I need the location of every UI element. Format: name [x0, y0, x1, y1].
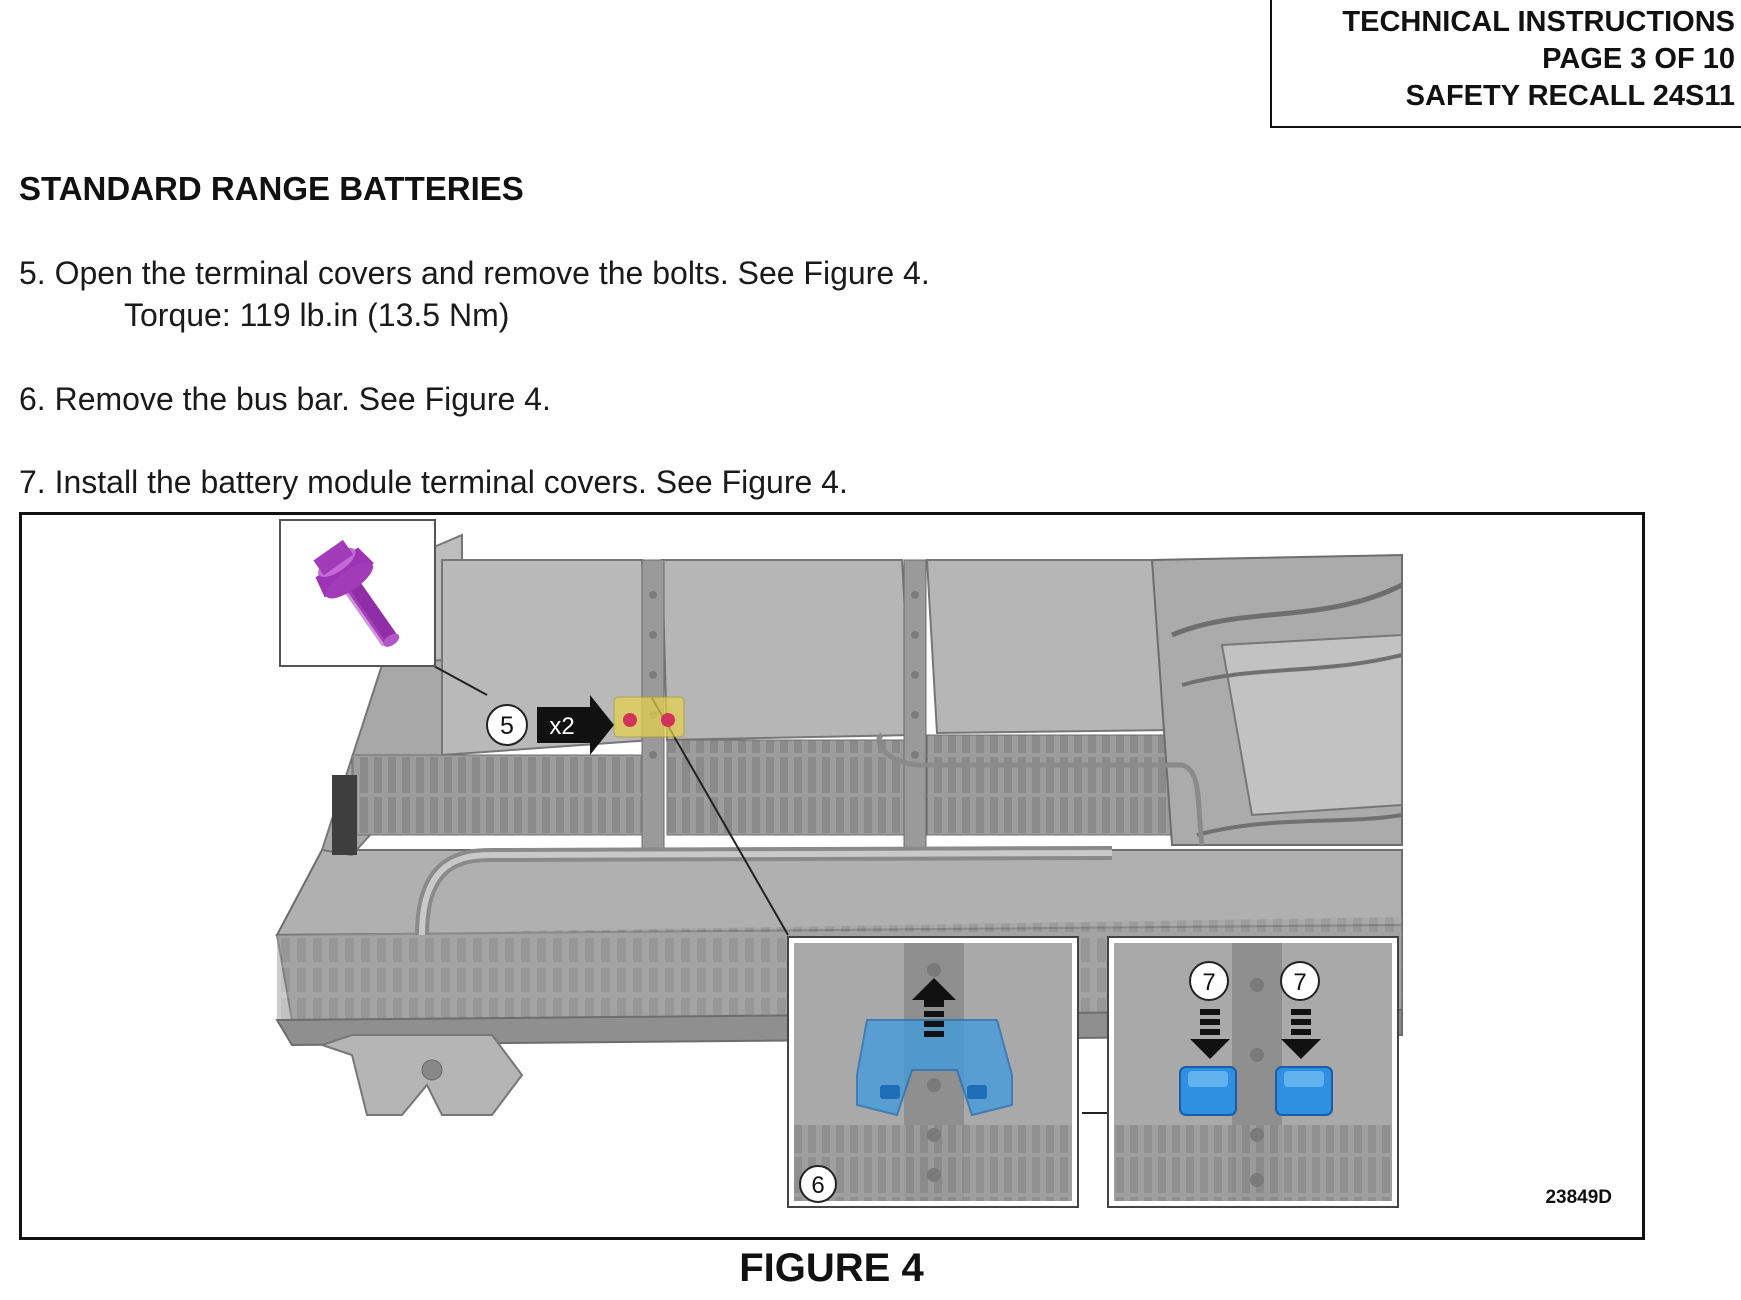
figure-image-id: 23849D: [1545, 1187, 1612, 1208]
callout-5: 5: [500, 712, 514, 740]
busbar-inset: 6: [787, 936, 1079, 1208]
header-title: TECHNICAL INSTRUCTIONS: [1342, 6, 1735, 38]
callout-7-right: 7: [1293, 969, 1306, 996]
step-6: 6. Remove the bus bar. See Figure 4.: [19, 381, 551, 417]
bolt-inset: [279, 519, 436, 667]
figure-4-frame: 5 x2 6: [19, 512, 1645, 1240]
terminal-covers: [1179, 1066, 1333, 1116]
terminal-cover-inset: 7 7: [1107, 936, 1399, 1208]
section-title: STANDARD RANGE BATTERIES: [19, 170, 524, 207]
step-5: 5. Open the terminal covers and remove t…: [19, 255, 930, 291]
figure-4-illustration: 5 x2 6: [275, 519, 1404, 1208]
header-page-number: PAGE 3 OF 10: [1542, 43, 1735, 75]
callout-7-left: 7: [1202, 969, 1215, 996]
callout-5-group: 5 x2: [486, 695, 685, 755]
header-recall-id: SAFETY RECALL 24S11: [1405, 80, 1735, 112]
step-7: 7. Install the battery module terminal c…: [19, 464, 848, 500]
quantity-label: x2: [549, 713, 574, 740]
step-5-torque: Torque: 119 lb.in (13.5 Nm): [124, 297, 510, 333]
figure-caption: FIGURE 4: [739, 1246, 924, 1290]
bolt-icon: [313, 539, 400, 647]
callout-6: 6: [811, 1172, 824, 1199]
document-header: TECHNICAL INSTRUCTIONS PAGE 3 OF 10 SAFE…: [1270, 0, 1741, 128]
